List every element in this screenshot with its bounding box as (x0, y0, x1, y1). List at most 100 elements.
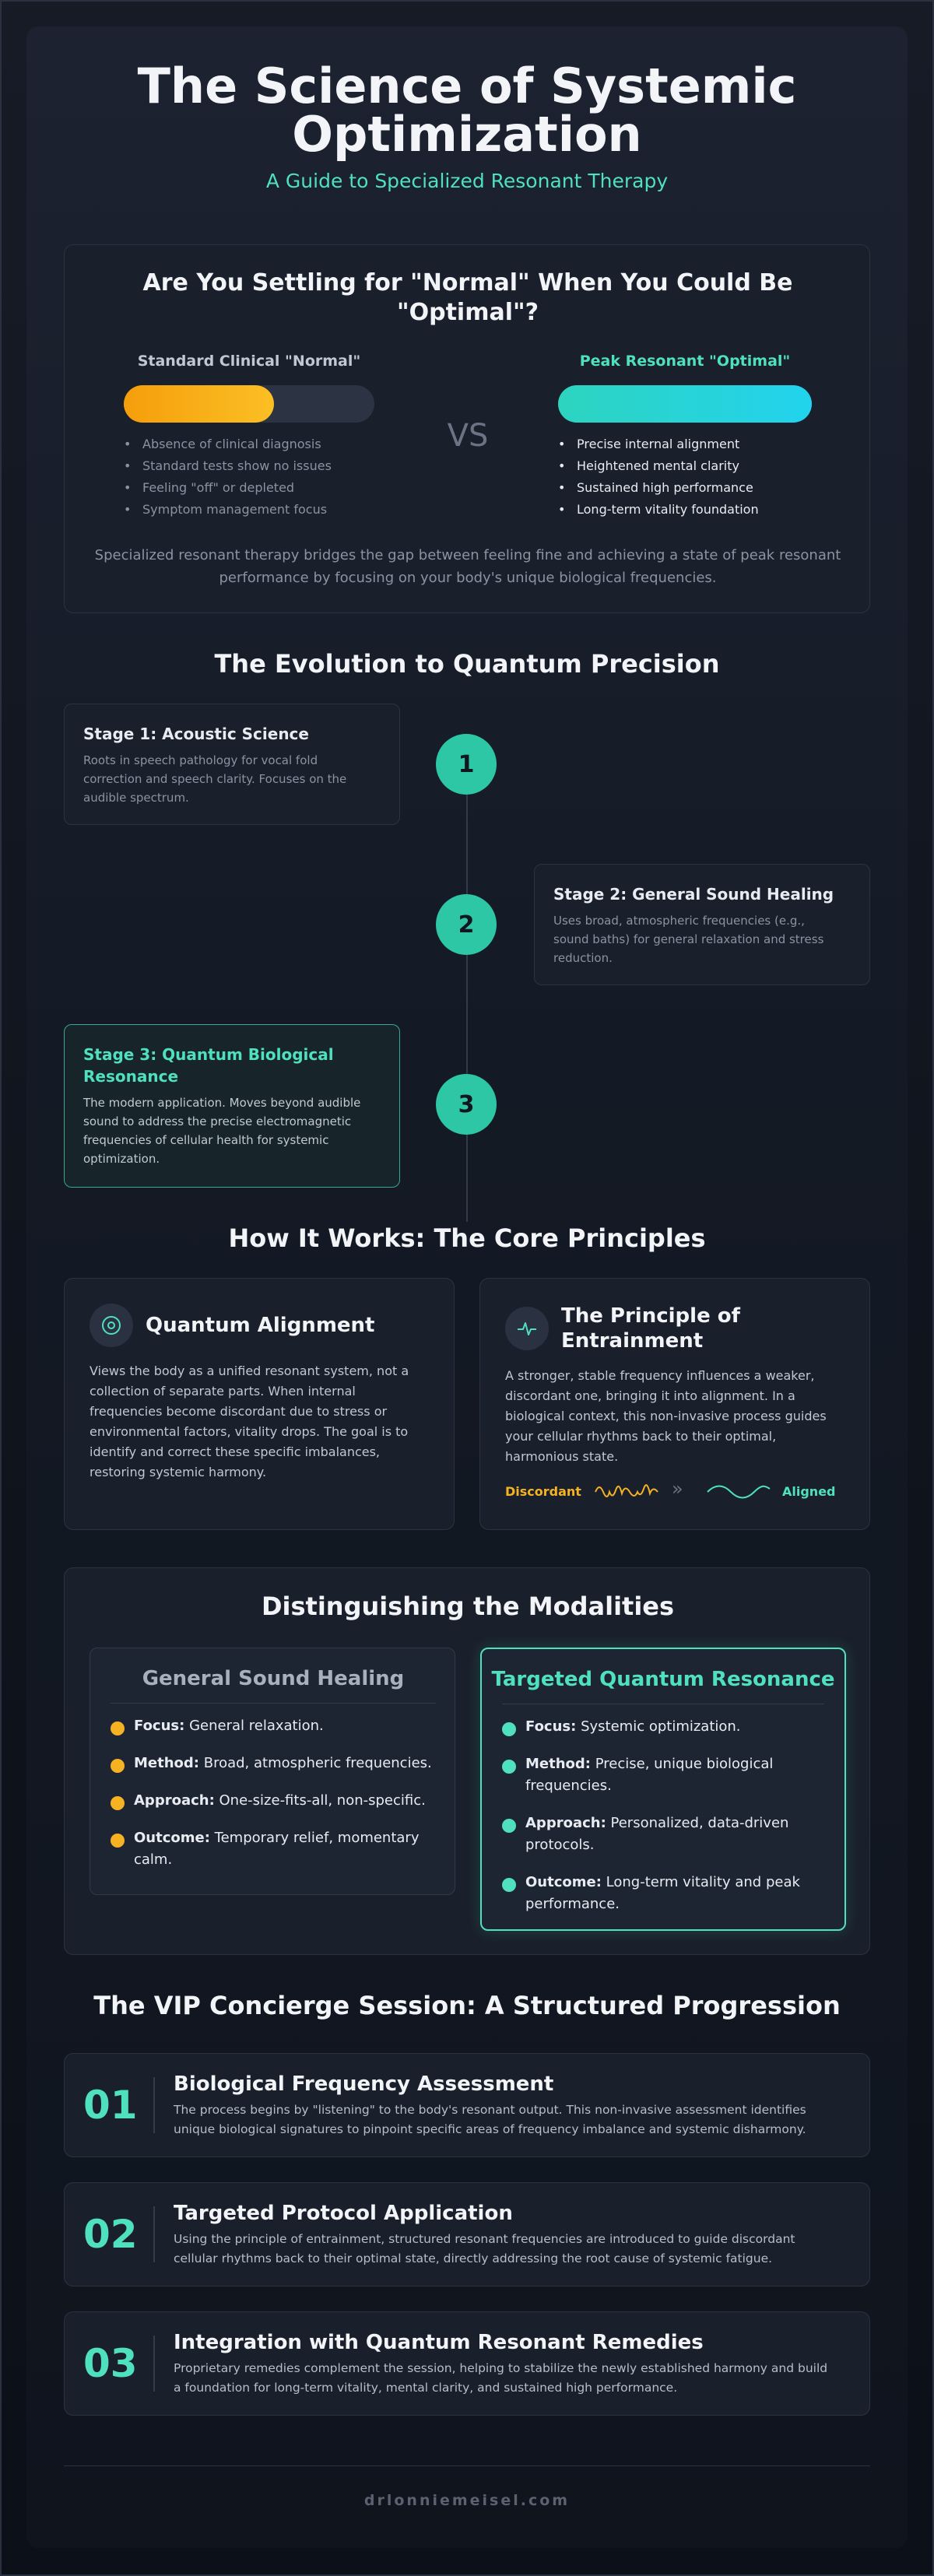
entrainment-text-line: discordant one, bringing it into alignme… (505, 1388, 795, 1403)
general-item: Focus: General relaxation. (111, 1715, 439, 1737)
general-bullet (111, 1721, 125, 1735)
stage-2-desc: Uses broad, atmospheric frequencies (e.g… (553, 911, 851, 967)
normal-list: Absence of clinical diagnosisStandard te… (124, 433, 381, 521)
page-subtitle: A Guide to Specialized Resonant Therapy (265, 170, 669, 192)
entrainment-title: The Principle of Entrainment (561, 1304, 740, 1353)
optimal-list-item: Heightened mental clarity (558, 455, 815, 477)
footer-site-link[interactable]: drlonniemeisel.com (363, 2492, 571, 2509)
entrainment-card: The Principle of Entrainment A stronger,… (479, 1278, 870, 1530)
stage-1-desc-line: Roots in speech pathology for vocal fold (83, 753, 318, 767)
targeted-item: Outcome: Long-term vitality and peak perf… (502, 1872, 829, 1915)
stage-3-desc-line: frequencies of cellular health for syste… (83, 1133, 329, 1147)
stage-1-desc: Roots in speech pathology for vocal fold… (83, 751, 381, 807)
footer-divider (64, 2465, 870, 2466)
stage-3-desc-line: The modern application. Moves beyond aud… (83, 1096, 361, 1110)
stage-3-title: Stage 3: Quantum Biological Resonance (83, 1044, 381, 1087)
optimal-list-item: Sustained high performance (558, 477, 815, 499)
stage-1-desc-line: correction and speech clarity. Focuses o… (83, 772, 347, 786)
normal-list-item: Standard tests show no issues (124, 455, 381, 477)
stage-1-marker: 1 (436, 734, 497, 795)
comparison-heading-line-1: Are You Settling for "Normal" When You C… (142, 269, 793, 297)
page-title-line-2: Optimization (292, 106, 642, 163)
step-number: 02 (83, 2212, 138, 2257)
step-divider (153, 2336, 155, 2392)
comparison-summary-line-2: performance by focusing on your body's u… (219, 570, 717, 586)
target-icon (90, 1304, 133, 1347)
discordant-label: Discordant (505, 1484, 581, 1499)
alignment-text: Views the body as a unified resonant sys… (90, 1361, 440, 1483)
normal-bar-fill (124, 385, 275, 423)
general-bullet (111, 1834, 125, 1848)
step-title: Integration with Quantum Resonant Remedi… (174, 2331, 704, 2354)
stage-1-title: Stage 1: Acoustic Science (83, 725, 309, 743)
step-text-line: The process begins by "listening" to the… (174, 2103, 806, 2117)
alignment-text-line: identify and correct these specific imba… (90, 1444, 381, 1459)
comparison-heading: Are You Settling for "Normal" When You C… (65, 268, 871, 328)
entrainment-text-line: your cellular rhythms back to their opti… (505, 1429, 777, 1444)
targeted-item-value: performance. (525, 1896, 620, 1912)
general-item: Outcome: Temporary relief, momentary calm… (111, 1827, 439, 1871)
step-title: Biological Frequency Assessment (174, 2072, 554, 2096)
targeted-bullet (502, 1878, 516, 1892)
normal-list-item: Symptom management focus (124, 499, 381, 521)
comparison-heading-line-2: "Optimal"? (396, 299, 539, 326)
session-step-3: 03 Integration with Quantum Resonant Rem… (64, 2311, 870, 2416)
step-divider (153, 2206, 155, 2262)
entrainment-text: A stronger, stable frequency influences … (505, 1366, 855, 1467)
comparison-summary: Specialized resonant therapy bridges the… (65, 544, 871, 589)
general-item-value: calm. (134, 1851, 173, 1868)
step-title: Targeted Protocol Application (174, 2202, 513, 2225)
general-title: General Sound Healing (142, 1667, 405, 1690)
optimal-label: Peak Resonant "Optimal" (579, 353, 791, 370)
stage-3-title-line: Stage 3: Quantum Biological (83, 1045, 334, 1064)
alignment-text-line: frequencies become discordant due to str… (90, 1404, 388, 1419)
page-title: The Science of Systemic Optimization (0, 62, 934, 159)
targeted-item-key: Approach: (525, 1815, 606, 1831)
general-item-key: Outcome: (134, 1830, 210, 1846)
optimal-bar (558, 385, 812, 423)
stage-3-title-line: Resonance (83, 1067, 179, 1086)
normal-bar (124, 385, 374, 423)
stage-3-desc-line: sound to address the precise electromagn… (83, 1114, 352, 1128)
optimal-list: Precise internal alignmentHeightened men… (558, 433, 815, 521)
general-item-key: Approach: (134, 1792, 215, 1809)
targeted-title: Targeted Quantum Resonance (491, 1668, 835, 1691)
principles-title: How It Works: The Core Principles (228, 1223, 706, 1253)
entrainment-text-line: A stronger, stable frequency influences … (505, 1368, 815, 1383)
general-item: Approach: One-size-fits-all, non-specifi… (111, 1790, 439, 1812)
optimal-list-item: Precise internal alignment (558, 433, 815, 455)
general-item-value: Broad, atmospheric frequencies. (203, 1755, 432, 1771)
stage-1-card: Stage 1: Acoustic Science Roots in speec… (64, 704, 400, 825)
pulse-icon (505, 1307, 549, 1350)
alignment-title: Quantum Alignment (146, 1314, 375, 1337)
session-step-1: 01 Biological Frequency Assessment The p… (64, 2053, 870, 2157)
stage-2-desc-line: sound baths) for general relaxation and … (553, 932, 824, 946)
targeted-bullet (502, 1722, 516, 1736)
arrow-icon: » (672, 1478, 683, 1500)
stage-2-desc-line: reduction. (553, 951, 613, 965)
general-item-key: Focus: (134, 1718, 185, 1734)
targeted-item-key: Outcome: (525, 1874, 602, 1890)
targeted-item-key: Method: (525, 1756, 591, 1772)
session-title: The VIP Concierge Session: A Structured … (93, 1991, 841, 2020)
step-text-line: cellular rhythms back to their optimal s… (174, 2251, 773, 2265)
targeted-bullet (502, 1760, 516, 1774)
general-bullet (111, 1759, 125, 1773)
normal-label: Standard Clinical "Normal" (137, 353, 361, 370)
entrainment-text-line: biological context, this non-invasive pr… (505, 1409, 827, 1423)
targeted-quantum-resonance-column: Targeted Quantum Resonance Focus: System… (480, 1648, 846, 1931)
targeted-item-value: Long-term vitality and peak (606, 1874, 800, 1890)
optimal-bar-fill (558, 385, 812, 423)
general-item-value: Temporary relief, momentary (214, 1830, 420, 1846)
vs-label: VS (447, 418, 489, 454)
entrainment-title-line: Entrainment (561, 1329, 704, 1353)
page-title-line-1: The Science of Systemic (137, 58, 797, 114)
stage-3-card: Stage 3: Quantum Biological Resonance Th… (64, 1024, 400, 1188)
normal-list-item: Absence of clinical diagnosis (124, 433, 381, 455)
session-step-2: 02 Targeted Protocol Application Using t… (64, 2182, 870, 2286)
targeted-item-value: Precise, unique biological (595, 1756, 774, 1772)
timeline-line (466, 786, 468, 1222)
modalities-title: Distinguishing the Modalities (261, 1592, 675, 1621)
